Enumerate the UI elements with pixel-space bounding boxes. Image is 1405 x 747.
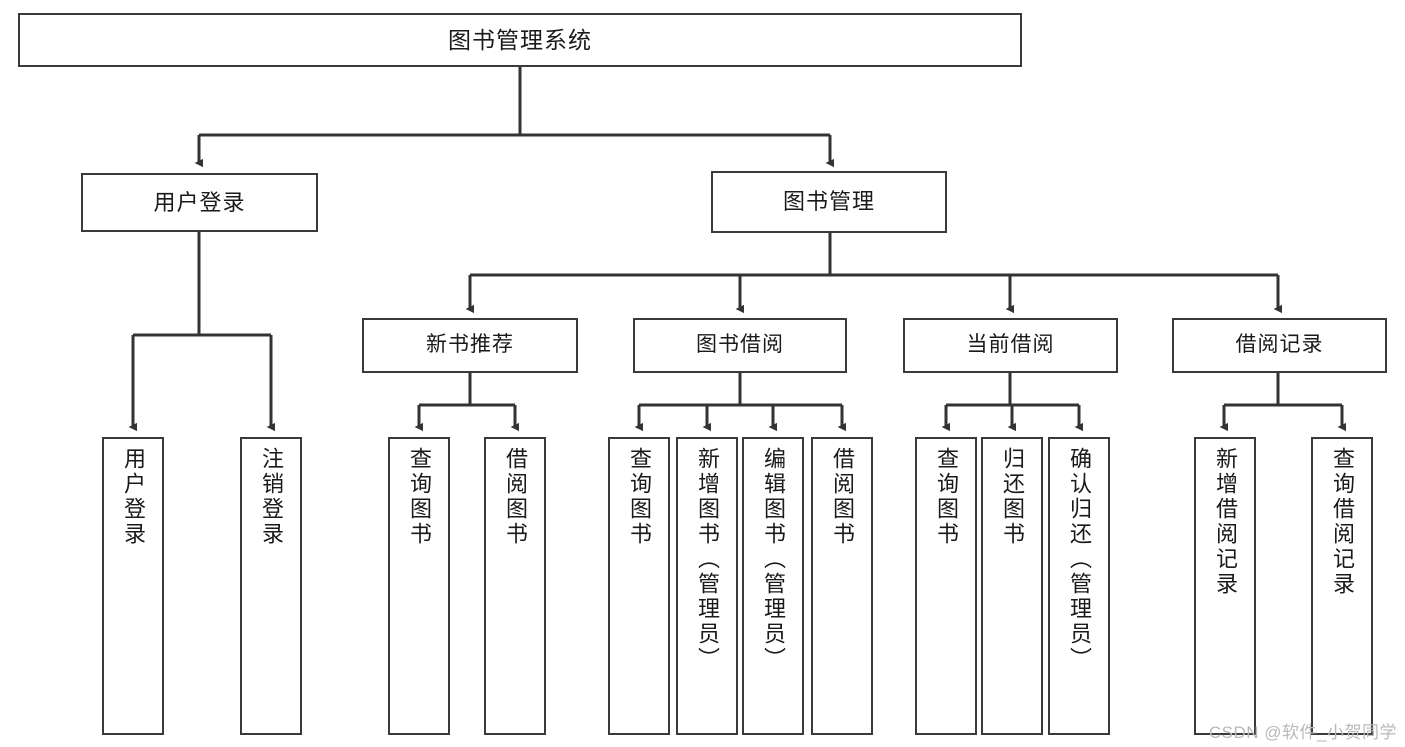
node-leaf-borrow-book-label: 借阅图书: [830, 447, 855, 547]
node-user-login[interactable]: 用户登录: [81, 173, 318, 232]
node-leaf-edit-book-admin[interactable]: 编辑图书（管理员）: [742, 437, 804, 735]
node-new-book-recommend-label: 新书推荐: [426, 333, 514, 357]
node-borrow-record-label: 借阅记录: [1235, 333, 1324, 357]
node-current-borrow[interactable]: 当前借阅: [903, 318, 1118, 373]
node-root-system-label: 图书管理系统: [448, 26, 592, 53]
node-user-login-label: 用户登录: [153, 189, 246, 215]
node-leaf-confirm-return-admin-label: 确认归还（管理员）: [1067, 447, 1092, 672]
node-leaf-return-book-label: 归还图书: [1000, 447, 1025, 547]
node-leaf-logout-label: 注销登录: [259, 447, 284, 547]
node-leaf-logout[interactable]: 注销登录: [240, 437, 302, 735]
node-leaf-borrow-book-recommend[interactable]: 借阅图书: [484, 437, 546, 735]
node-leaf-return-book[interactable]: 归还图书: [981, 437, 1043, 735]
node-leaf-query-book-recommend[interactable]: 查询图书: [388, 437, 450, 735]
node-book-management[interactable]: 图书管理: [711, 171, 947, 233]
node-leaf-add-borrow-record-label: 新增借阅记录: [1213, 447, 1238, 597]
node-leaf-query-borrow-record[interactable]: 查询借阅记录: [1311, 437, 1373, 735]
node-leaf-user-login[interactable]: 用户登录: [102, 437, 164, 735]
node-leaf-query-book-recommend-label: 查询图书: [407, 447, 432, 547]
node-leaf-query-book-borrow[interactable]: 查询图书: [608, 437, 670, 735]
node-book-management-label: 图书管理: [782, 189, 875, 215]
node-leaf-borrow-book-recommend-label: 借阅图书: [503, 447, 528, 547]
node-leaf-edit-book-admin-label: 编辑图书（管理员）: [761, 447, 786, 672]
node-leaf-query-book-current[interactable]: 查询图书: [915, 437, 977, 735]
node-leaf-add-book-admin-label: 新增图书（管理员）: [695, 447, 720, 672]
node-leaf-query-borrow-record-label: 查询借阅记录: [1330, 447, 1355, 597]
node-current-borrow-label: 当前借阅: [966, 333, 1055, 357]
node-leaf-borrow-book[interactable]: 借阅图书: [811, 437, 873, 735]
node-leaf-query-book-borrow-label: 查询图书: [627, 447, 652, 547]
node-new-book-recommend[interactable]: 新书推荐: [362, 318, 578, 373]
node-book-borrow[interactable]: 图书借阅: [633, 318, 847, 373]
node-leaf-query-book-current-label: 查询图书: [934, 447, 959, 547]
node-root-system[interactable]: 图书管理系统: [18, 13, 1022, 67]
node-book-borrow-label: 图书借阅: [696, 333, 784, 357]
node-leaf-add-borrow-record[interactable]: 新增借阅记录: [1194, 437, 1256, 735]
node-borrow-record[interactable]: 借阅记录: [1172, 318, 1387, 373]
node-leaf-add-book-admin[interactable]: 新增图书（管理员）: [676, 437, 738, 735]
node-leaf-user-login-label: 用户登录: [121, 447, 146, 547]
node-leaf-confirm-return-admin[interactable]: 确认归还（管理员）: [1048, 437, 1110, 735]
